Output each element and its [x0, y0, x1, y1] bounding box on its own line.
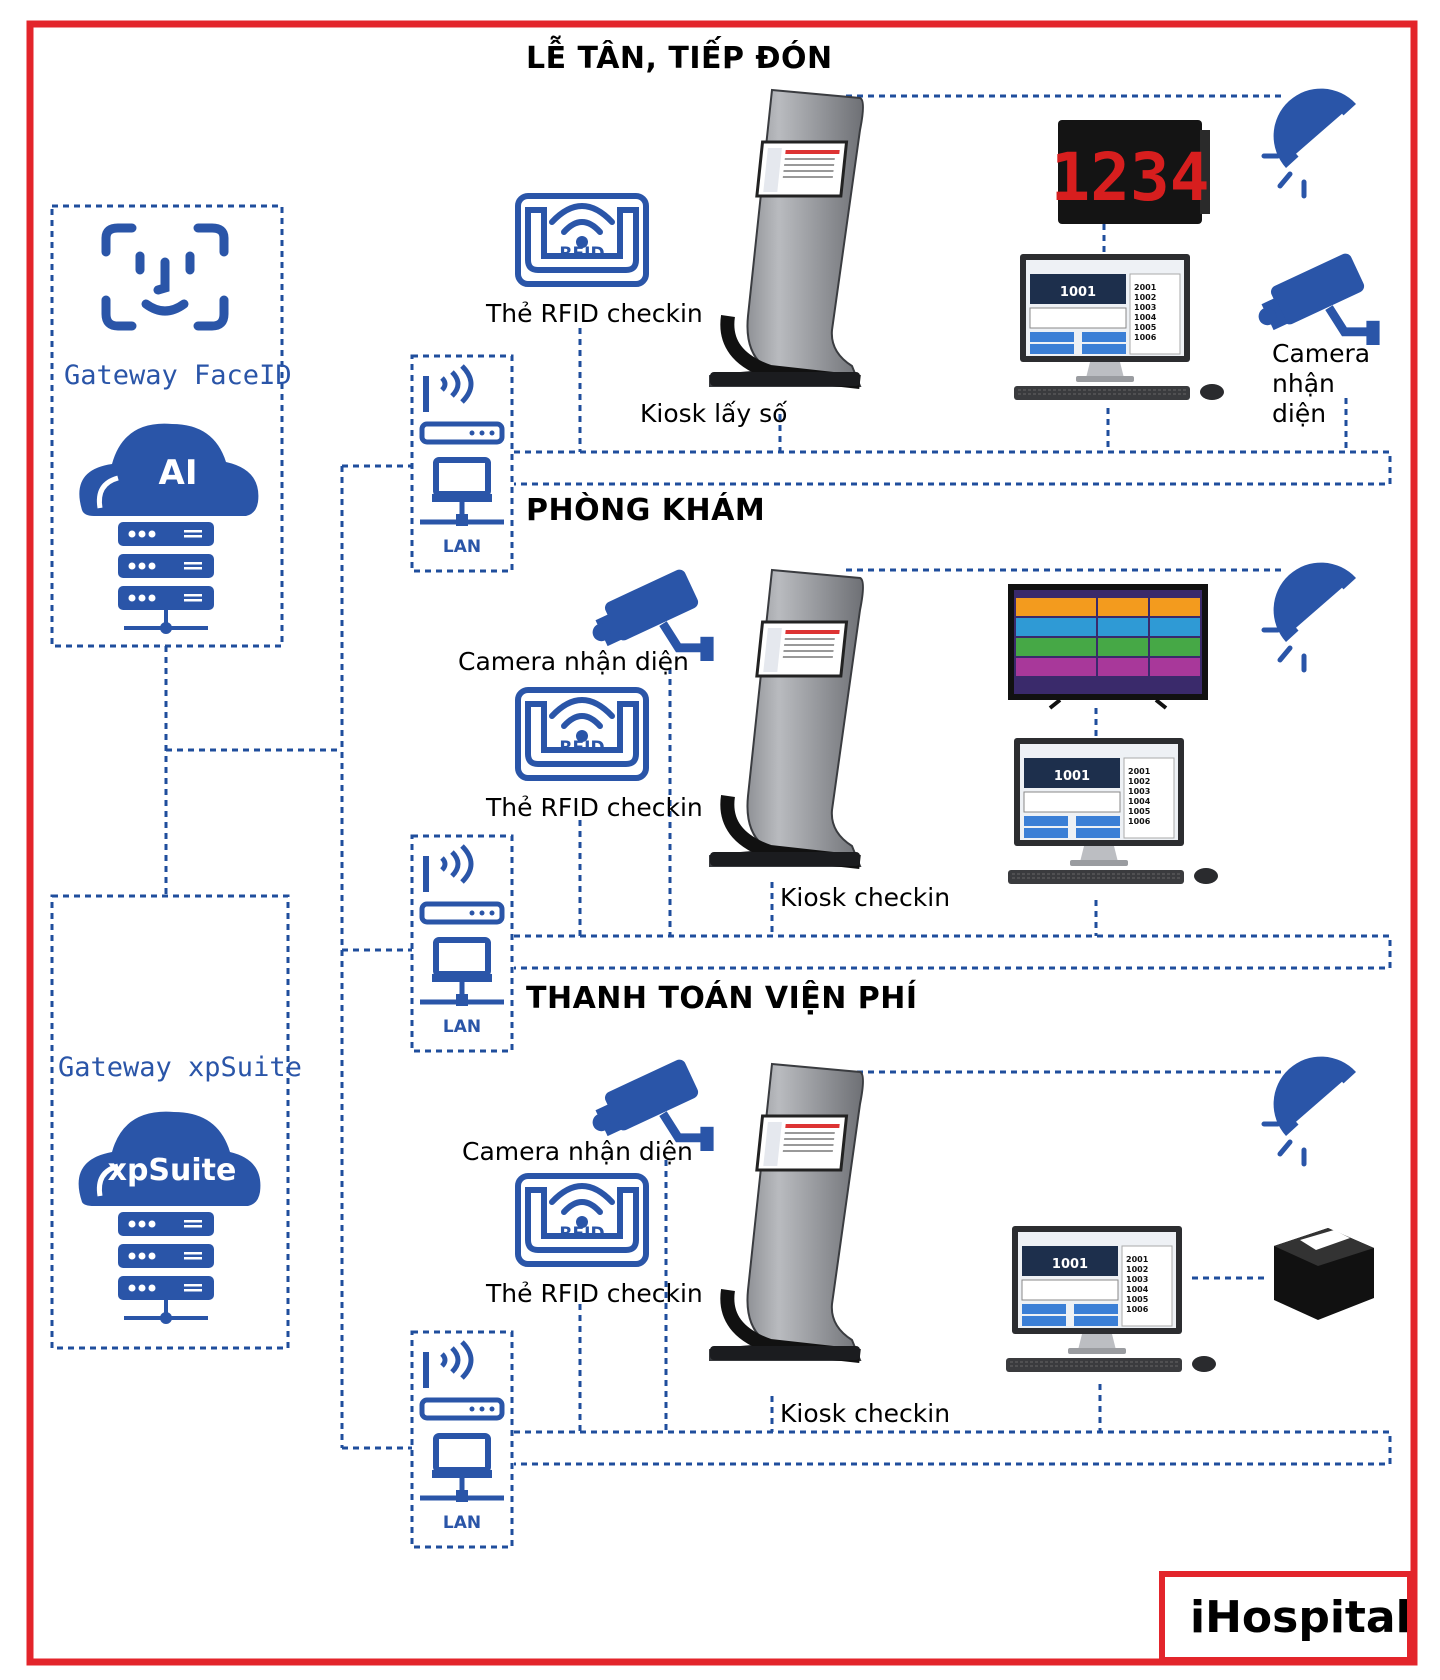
section-title-clinic: PHÒNG KHÁM [526, 491, 765, 528]
outer-frame [26, 20, 1418, 1666]
lan-label-payment: LAN [443, 1513, 481, 1533]
led-digits: 1234 [1051, 139, 1210, 216]
face-id-icon [101, 223, 229, 331]
queue-tv-display [1008, 584, 1208, 710]
rfid-icon-reception [518, 196, 646, 284]
xpsuite-cloud-icon: xpSuite [78, 1111, 261, 1206]
gateway-faceid-group: Gateway FaceID AI [50, 204, 292, 648]
kiosk-reception [710, 90, 863, 386]
xpsuite-server-icon [116, 1210, 216, 1326]
kiosk-payment [710, 1064, 863, 1360]
spotlight-icon-clinic [1264, 563, 1356, 670]
section-title-reception: LỄ TÂN, TIẾP ĐÓN [526, 35, 833, 76]
camera-recognition-label-payment: Camera nhận diện [462, 1137, 693, 1166]
rfid-checkin-label-reception: Thẻ RFID checkin [485, 299, 703, 328]
spotlight-icon-reception [1264, 89, 1356, 196]
ai-cloud-icon: AI [79, 423, 259, 516]
rfid-icon-clinic [518, 690, 646, 778]
pc-payment [1005, 1225, 1217, 1373]
section-title-payment: THANH TOÁN VIỆN PHÍ [526, 979, 918, 1016]
rfid-icon-text-payment: RFID [559, 1224, 604, 1244]
xpsuite-text: xpSuite [108, 1153, 237, 1188]
gateway-xpsuite-label: Gateway xpSuite [58, 1052, 302, 1083]
clinic-section: Camera nhận diện RFID Thẻ RFID checkin K… [458, 563, 1392, 970]
brand-box: iHospital [1159, 1571, 1413, 1663]
lan-label-reception: LAN [443, 537, 481, 557]
gateway-xpsuite-group: Gateway xpSuite xpSuite [50, 894, 302, 1350]
kiosk-checkin-label-clinic: Kiosk checkin [780, 883, 950, 912]
camera-icon-reception [1259, 251, 1380, 345]
lan-label-clinic: LAN [443, 1017, 481, 1037]
rfid-checkin-label-payment: Thẻ RFID checkin [485, 1279, 703, 1308]
reception-section: RFID Thẻ RFID checkin Kiosk lấy số 1234 … [485, 89, 1392, 486]
gateway-faceid-label: Gateway FaceID [64, 360, 292, 391]
brand-name: iHospital [1190, 1592, 1411, 1643]
trunk-network-lines [164, 464, 412, 1450]
kiosk-number-label: Kiosk lấy số [640, 399, 788, 428]
ai-server-icon [116, 520, 216, 636]
led-display: 1234 [1051, 120, 1210, 224]
pc-clinic [1007, 737, 1219, 885]
rfid-icon-text-reception: RFID [559, 244, 604, 264]
camera-recognition-label-clinic: Camera nhận diện [458, 647, 689, 676]
camera-label-line2: nhận [1272, 369, 1335, 398]
camera-label-line1: Camera [1272, 339, 1370, 368]
kiosk-clinic [710, 570, 863, 866]
pc-reception [1013, 253, 1225, 401]
rfid-checkin-label-clinic: Thẻ RFID checkin [485, 793, 703, 822]
camera-label-line3: diện [1272, 399, 1326, 428]
rfid-icon-payment [518, 1176, 646, 1264]
payment-section: Camera nhận diện RFID Thẻ RFID checkin K… [462, 1057, 1392, 1466]
ai-text: AI [159, 453, 198, 493]
rfid-icon-text-clinic: RFID [559, 738, 604, 758]
receipt-printer-icon [1274, 1228, 1374, 1320]
kiosk-checkin-label-payment: Kiosk checkin [780, 1399, 950, 1428]
